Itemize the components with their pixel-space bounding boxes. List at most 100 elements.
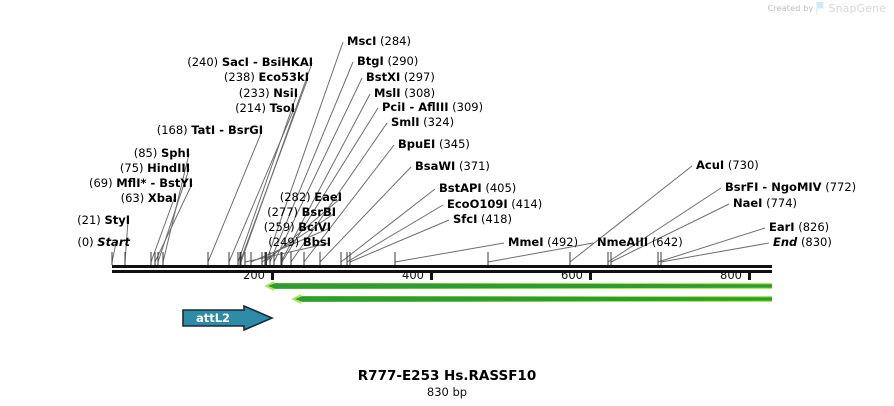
site-label-nsii[interactable]: (233) NsiI <box>0 87 298 99</box>
site-position-btgi: (290) <box>387 54 419 68</box>
site-position-acui: (730) <box>727 158 759 172</box>
watermark-brand: SnapGene <box>828 2 886 15</box>
site-label-pcii[interactable]: PciI - AflIII (309) <box>382 101 483 113</box>
site-position-mmei: (492) <box>547 235 579 249</box>
site-position-mslii: (308) <box>404 86 436 100</box>
site-position-ecoo109i: (414) <box>511 197 543 211</box>
site-name-xbai: XbaI <box>147 191 177 205</box>
site-position-bsrbi: (277) <box>267 205 299 219</box>
site-name-tati: TatI - BsrGI <box>191 123 263 137</box>
site-label-mmei[interactable]: MmeI (492) <box>508 236 578 248</box>
site-label-bsawi[interactable]: BsaWI (371) <box>415 160 490 172</box>
site-position-bsawi: (371) <box>459 159 490 173</box>
site-name-mmei: MmeI <box>508 235 544 249</box>
site-label-end[interactable]: End (830) <box>773 236 832 248</box>
site-label-mfli[interactable]: (69) MflI* - BstYI <box>0 177 193 189</box>
site-position-eari: (826) <box>798 220 830 234</box>
site-name-ecoo109i: EcoO109I <box>447 197 508 211</box>
site-label-acui[interactable]: AcuI (730) <box>696 159 759 171</box>
site-label-mslii[interactable]: MslI (308) <box>374 87 435 99</box>
site-label-nmeaiii[interactable]: NmeAIII (642) <box>597 236 683 248</box>
site-label-bsrbi[interactable]: (277) BsrBI <box>200 206 336 218</box>
sequence-length-label: 830 bp <box>426 385 468 399</box>
site-position-xbai: (63) <box>120 191 145 205</box>
site-position-bcivi: (259) <box>263 220 295 234</box>
site-position-naei: (774) <box>766 196 798 210</box>
site-name-saci: SacI - BsiHKAI <box>221 55 313 69</box>
site-label-tsoi[interactable]: (214) TsoI <box>0 102 295 114</box>
feature-arrow-attl2[interactable]: attL2 <box>182 305 274 331</box>
ruler-tick-600 <box>589 270 592 280</box>
site-label-hindiii[interactable]: (75) HindIII <box>0 162 190 174</box>
orf-arrow-1[interactable] <box>260 280 776 292</box>
site-position-sfci: (418) <box>481 212 512 226</box>
site-name-tsoi: TsoI <box>269 101 295 115</box>
site-label-styi[interactable]: (21) StyI <box>0 214 130 226</box>
site-label-start[interactable]: (0) Start <box>0 236 130 248</box>
site-name-sfci: SfcI <box>453 212 478 226</box>
ruler-tick-label-400: 400 <box>402 268 424 282</box>
site-label-smli[interactable]: SmlI (324) <box>391 116 454 128</box>
site-label-bpuei[interactable]: BpuEI (345) <box>398 138 470 150</box>
site-position-end: (830) <box>800 235 832 249</box>
site-position-nmeaiii: (642) <box>651 235 683 249</box>
site-label-tati[interactable]: (168) TatI - BsrGI <box>0 124 263 136</box>
site-name-end: End <box>773 235 798 249</box>
site-position-eco53ki: (238) <box>223 70 255 84</box>
site-position-nsii: (233) <box>238 86 270 100</box>
site-label-ecoo109i[interactable]: EcoO109I (414) <box>447 198 542 210</box>
site-label-saci[interactable]: (240) SacI - BsiHKAI <box>0 56 313 68</box>
site-label-btgi[interactable]: BtgI (290) <box>357 55 418 67</box>
site-label-bstapi[interactable]: BstAPI (405) <box>439 182 516 194</box>
ruler-line-bottom <box>112 270 772 273</box>
site-name-bsrbi: BsrBI <box>301 205 336 219</box>
site-position-eaei: (282) <box>279 190 311 204</box>
site-position-sphi: (85) <box>133 146 158 160</box>
ruler-tick-label-200: 200 <box>243 268 265 282</box>
site-position-bstapi: (405) <box>485 181 517 195</box>
site-position-bsrfi: (772) <box>825 180 857 194</box>
ruler-line-top <box>112 265 772 268</box>
site-name-mslii: MslI <box>374 86 401 100</box>
watermark-created-by: Created by <box>767 4 814 13</box>
ruler-tick-200 <box>271 270 274 280</box>
site-label-bstxi[interactable]: BstXI (297) <box>366 71 435 83</box>
site-name-bsawi: BsaWI <box>415 159 456 173</box>
site-name-nsii: NsiI <box>273 86 298 100</box>
site-position-tati: (168) <box>156 123 188 137</box>
site-name-bstxi: BstXI <box>366 70 401 84</box>
site-label-bcivi[interactable]: (259) BciVI <box>200 221 331 233</box>
site-name-smli: SmlI <box>391 115 420 129</box>
ruler-tick-label-600: 600 <box>561 268 583 282</box>
site-label-bsrfi[interactable]: BsrFI - NgoMIV (772) <box>725 181 856 193</box>
orf-arrow-2[interactable] <box>287 293 776 305</box>
site-label-eco53ki[interactable]: (238) Eco53kI <box>0 71 309 83</box>
site-label-xbai[interactable]: (63) XbaI <box>0 192 177 204</box>
site-name-styi: StyI <box>104 213 130 227</box>
site-label-eari[interactable]: EarI (826) <box>769 221 829 233</box>
site-name-acui: AcuI <box>696 158 725 172</box>
ruler-tick-label-800: 800 <box>720 268 742 282</box>
site-name-nmeaiii: NmeAIII <box>597 235 649 249</box>
site-label-sphi[interactable]: (85) SphI <box>0 147 190 159</box>
snapgene-watermark: Created by SnapGene <box>767 2 886 15</box>
site-position-msci: (284) <box>380 34 411 48</box>
site-label-msci[interactable]: MscI (284) <box>347 35 411 47</box>
site-label-eaei[interactable]: (282) EaeI <box>200 191 342 203</box>
site-position-styi: (21) <box>77 213 101 227</box>
site-position-pcii: (309) <box>452 100 484 114</box>
site-position-hindiii: (75) <box>119 161 144 175</box>
site-name-eaei: EaeI <box>314 190 342 204</box>
site-label-naei[interactable]: NaeI (774) <box>733 197 797 209</box>
site-label-sfci[interactable]: SfcI (418) <box>453 213 512 225</box>
site-name-mfli: MflI* - BstYI <box>116 176 193 190</box>
feature-label-attl2: attL2 <box>196 311 230 325</box>
site-name-eco53ki: Eco53kI <box>258 70 309 84</box>
site-name-bcivi: BciVI <box>298 220 331 234</box>
site-name-msci: MscI <box>347 34 377 48</box>
site-name-bstapi: BstAPI <box>439 181 482 195</box>
site-position-tsoi: (214) <box>235 101 266 115</box>
site-label-bbsi[interactable]: (249) BbsI <box>200 236 331 248</box>
site-position-bstxi: (297) <box>403 70 435 84</box>
